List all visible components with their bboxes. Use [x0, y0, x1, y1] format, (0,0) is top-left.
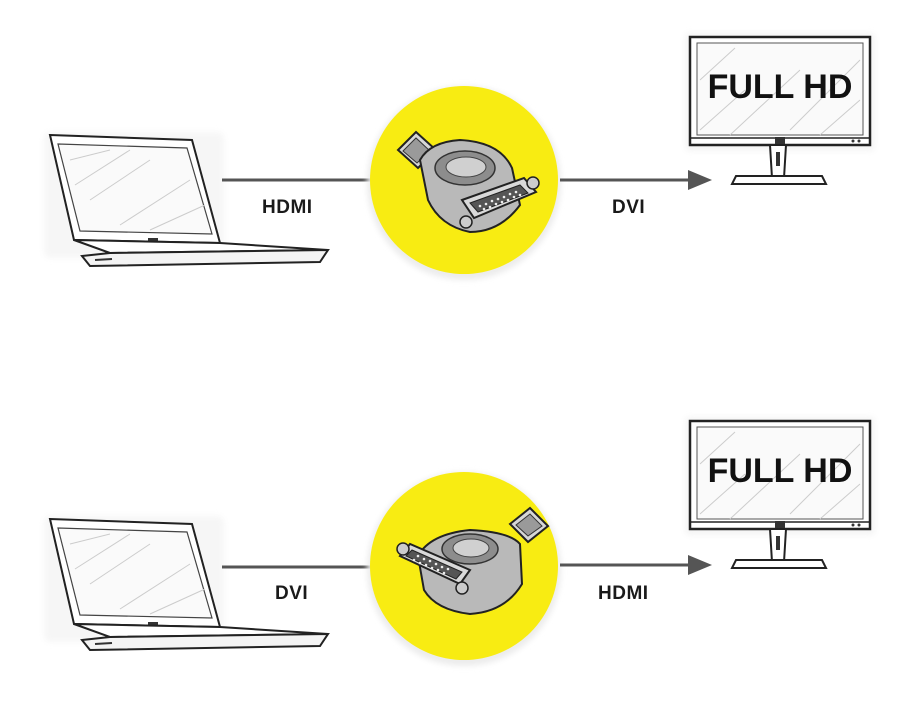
laptop-icon — [44, 132, 330, 268]
dvi-to-hdmi-adapter-icon — [367, 472, 561, 666]
input-label: HDMI — [262, 197, 313, 218]
connection-row-hdmi-to-dvi: HDMI DVI FULL HD — [0, 0, 923, 330]
input-label: DVI — [275, 583, 309, 604]
output-label: DVI — [612, 197, 646, 218]
monitor-icon — [685, 33, 875, 185]
connection-row-dvi-to-hdmi: DVI HDMI FULL HD — [0, 384, 923, 714]
hdmi-to-dvi-adapter-icon — [367, 86, 561, 280]
laptop-icon — [44, 516, 330, 652]
monitor-icon — [685, 417, 875, 569]
output-arrow — [560, 170, 712, 190]
monitor-screen-text: FULL HD — [707, 68, 853, 106]
monitor-screen-text: FULL HD — [707, 452, 853, 490]
row-2-scene — [44, 417, 875, 666]
output-label: HDMI — [598, 583, 649, 604]
row-1-scene — [44, 33, 875, 280]
output-arrow — [560, 555, 712, 575]
